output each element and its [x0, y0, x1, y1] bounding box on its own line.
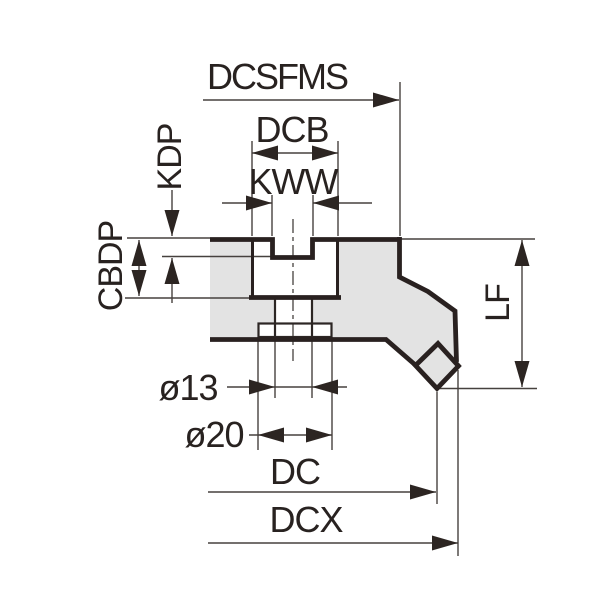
dim-label-dcsfms: DCSFMS	[207, 56, 348, 97]
arrow-cbdp-bottom	[131, 270, 147, 296]
arrow-kdp-top	[164, 210, 180, 236]
dim-label-dcx: DCX	[269, 499, 343, 540]
counterbore	[252, 239, 338, 297]
dimension-labels: DCSFMS DCB KWW KDP CBDP LF ø13 ø20 DC DC…	[92, 56, 517, 540]
arrow-dcb-left	[252, 145, 278, 161]
arrow-dcx	[432, 535, 458, 551]
arrow-dc	[410, 484, 436, 500]
dim-label-dcb: DCB	[255, 109, 328, 150]
arrow-dcb-right	[312, 145, 338, 161]
washer	[258, 323, 332, 337]
bottom-face-with-chamfer	[210, 337, 419, 368]
arrow-dia13-right	[312, 379, 338, 395]
dim-label-dc: DC	[270, 451, 320, 492]
dim-label-dia13: ø13	[158, 367, 217, 408]
extension-lines	[125, 82, 537, 556]
dimension-arrows	[131, 92, 530, 551]
arrow-dia20-right	[306, 427, 332, 443]
arrow-lf-bottom	[514, 361, 530, 387]
arrow-dia13-left	[249, 379, 275, 395]
arrow-dia20-left	[258, 427, 284, 443]
cutter-body-outline	[210, 237, 462, 392]
arrow-kdp-bottom	[164, 258, 180, 284]
insert-diamond	[412, 340, 462, 392]
dim-label-dia20: ø20	[184, 414, 243, 455]
arrow-cbdp-top	[131, 240, 147, 266]
dim-label-lf: LF	[479, 284, 517, 322]
dim-label-kdp: KDP	[151, 124, 189, 191]
dim-label-kww: KWW	[249, 161, 339, 202]
dim-label-cbdp: CBDP	[92, 221, 130, 311]
arrow-kww-right	[313, 195, 339, 211]
washer-outline	[257, 322, 333, 339]
top-face-with-keyway	[210, 237, 399, 260]
arrow-lf-top	[514, 240, 530, 266]
right-edge	[397, 237, 459, 363]
screw-stem-outline	[257, 297, 333, 339]
arrow-kww-left	[246, 195, 272, 211]
arrow-dcsfms	[373, 92, 399, 108]
